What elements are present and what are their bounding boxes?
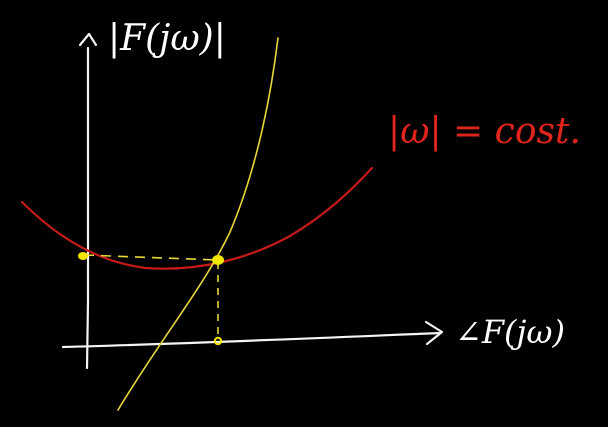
y-axis-line [85,46,90,370]
y-axis-label: |F(jω)| [108,18,226,59]
intersection-point [212,255,224,265]
y-axis [78,32,98,370]
red-curve [20,166,374,270]
y-axis-arrowhead [78,32,98,47]
x-axis-point [213,336,223,346]
y-axis-point [78,252,88,260]
x-axis-arrowhead [424,320,444,346]
x-axis-label: ∠F(jω) [455,313,565,351]
curve-label: |ω| = cost. [388,111,581,152]
x-axis [61,320,444,349]
x-axis-line [61,331,442,349]
yellow-line [117,37,279,411]
horizontal-projection-dashed [83,254,219,261]
